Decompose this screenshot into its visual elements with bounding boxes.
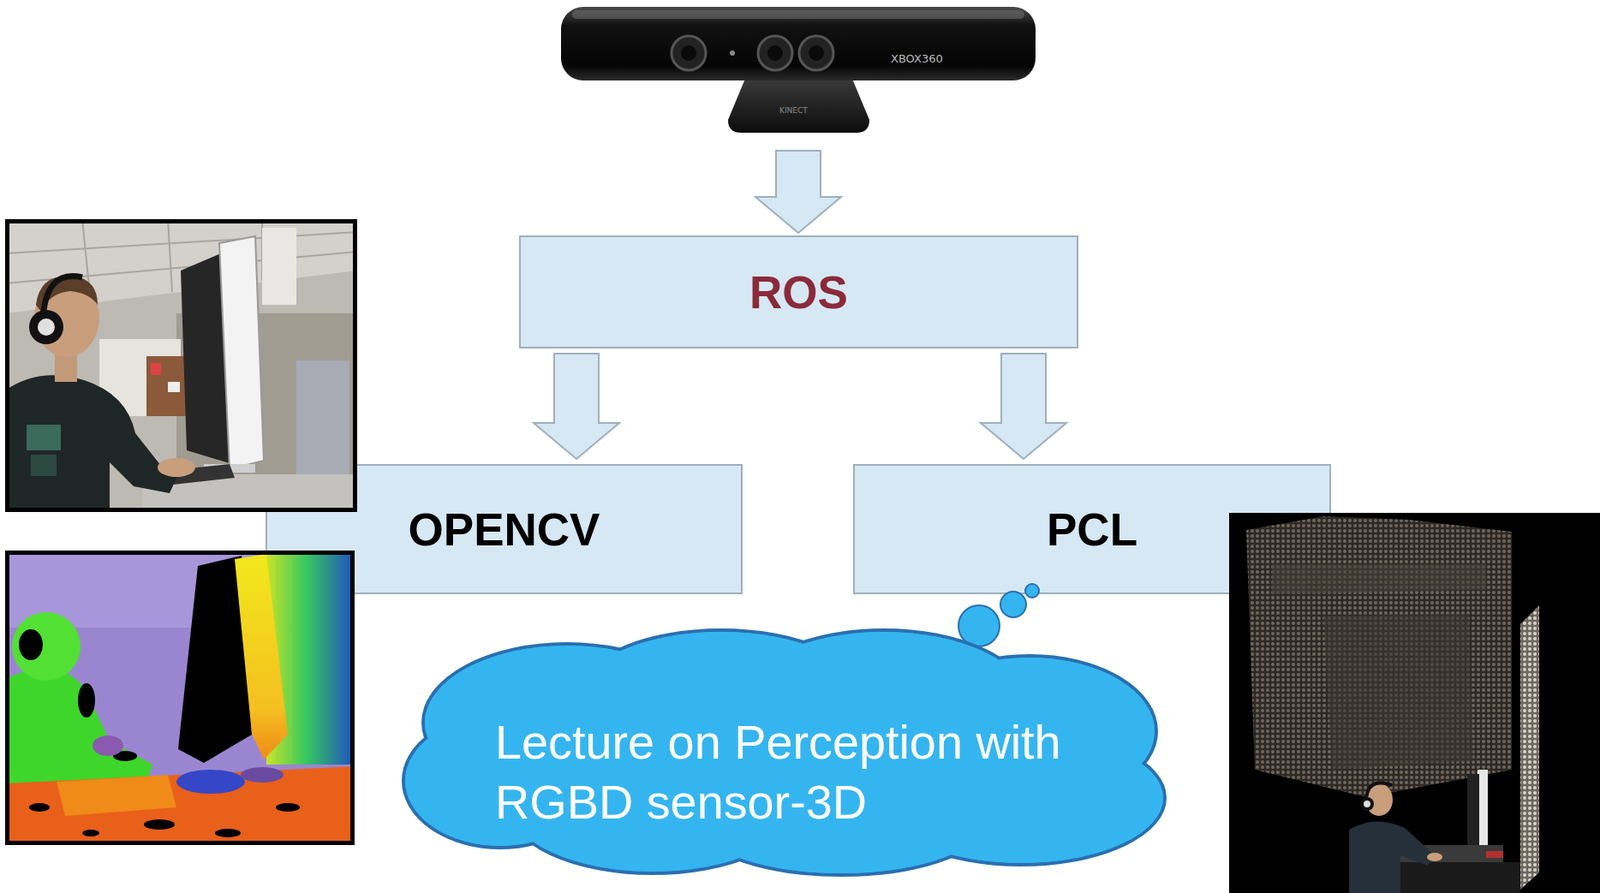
block-arrow: [755, 150, 842, 233]
shape-circle: [1363, 800, 1371, 808]
shape-ellipse: [92, 735, 124, 757]
shape-polygon: [56, 775, 177, 817]
box-label: ROS: [749, 266, 848, 319]
shape-polygon: [5, 766, 355, 846]
thought-bubble: [1025, 584, 1039, 598]
shape-ellipse: [240, 767, 284, 783]
shape-polygon: [1520, 605, 1540, 890]
shape-circle: [1360, 797, 1374, 812]
block-arrow: [980, 353, 1067, 460]
shape-rect: [146, 356, 188, 417]
shape-circle: [29, 310, 64, 345]
shape-ellipse: [77, 683, 96, 718]
shape-polygon: [1323, 614, 1474, 771]
kinect-lens: [799, 35, 834, 71]
kinect-lens: [671, 35, 706, 71]
shape-line: [167, 219, 173, 293]
thought-bubbles: [958, 584, 1039, 647]
kinect-body: [561, 6, 1036, 81]
shape-polygon: [219, 236, 264, 470]
shape-rect: [150, 363, 162, 376]
shape-ellipse: [29, 803, 50, 812]
point-cloud-image: [1229, 513, 1600, 893]
kinect-lens: [758, 35, 793, 71]
shape-ellipse: [176, 770, 245, 795]
shape-circle: [11, 612, 81, 681]
process-box: OPENCV: [265, 464, 743, 595]
shape-polygon: [234, 554, 288, 760]
thought-cloud: Lecture on Perception with RGBD sensor-3…: [395, 626, 1189, 880]
shape-circle: [37, 318, 55, 336]
kinect-lens: [808, 45, 824, 61]
shape-rect: [5, 550, 355, 846]
kinect-lens: [767, 45, 783, 61]
shape-ellipse: [275, 803, 300, 812]
shape-polygon: [1271, 564, 1487, 595]
box-fills: [266, 236, 1331, 594]
process-box: PCL: [853, 464, 1332, 595]
cloud-text: Lecture on Perception with RGBD sensor-3…: [495, 712, 1155, 832]
shape-rect: [5, 219, 358, 513]
shape-ellipse: [1426, 853, 1443, 862]
shape-path: [5, 375, 179, 513]
shape-path: [1349, 821, 1435, 893]
process-box: ROS: [519, 235, 1079, 349]
box-label: PCL: [1046, 503, 1138, 556]
shape-ellipse: [157, 458, 196, 478]
depth-image: [5, 550, 355, 846]
block-arrow: [533, 353, 620, 460]
shape-ellipse: [18, 629, 43, 661]
shape-rect: [262, 227, 297, 305]
box-label: OPENCV: [408, 503, 601, 556]
rgb-photo: [5, 219, 358, 513]
shape-polygon: [1246, 516, 1512, 798]
shape-ellipse: [214, 829, 241, 838]
shape-rect: [1467, 774, 1480, 852]
shape-rect: [26, 424, 61, 451]
shape-ellipse: [143, 819, 175, 830]
kinect-highlight: [572, 10, 1025, 19]
shape-rect: [1229, 513, 1600, 893]
kinect-sensor: [561, 6, 1036, 133]
shape-rect: [7, 553, 353, 844]
thought-bubble: [1000, 591, 1027, 618]
device-logo: XBOX360: [890, 52, 944, 66]
kinect-stand: [728, 78, 870, 133]
kinect-lens: [680, 45, 697, 61]
kinect-led: [729, 50, 735, 56]
shape-rect: [167, 382, 180, 393]
shape-g: [29, 803, 300, 838]
shape-rect: [7, 221, 356, 511]
shape-line: [5, 232, 358, 254]
thought-bubble: [958, 605, 1000, 647]
shape-rect: [1486, 851, 1504, 859]
device-logo: KINECT: [779, 106, 808, 115]
shape-ellipse: [82, 829, 100, 837]
shape-rect: [30, 454, 57, 477]
box-fill: [519, 236, 1078, 348]
